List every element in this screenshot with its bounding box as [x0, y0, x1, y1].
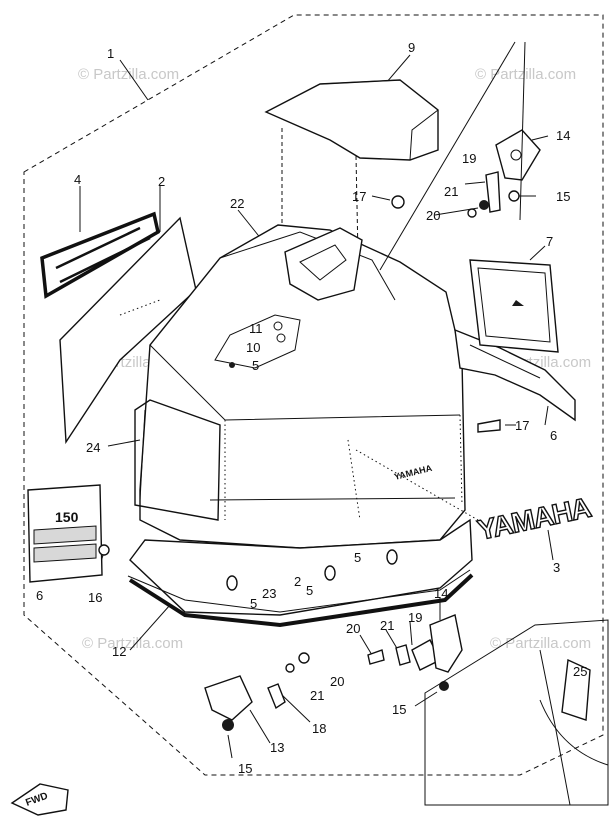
screws	[98, 195, 501, 591]
callout-6-left: 6	[36, 588, 43, 603]
callout-5-right: 5	[354, 550, 361, 565]
callout-16: 16	[88, 590, 102, 605]
callout-21-lower: 21	[310, 688, 324, 703]
model-decal-number: 150	[55, 509, 79, 525]
callout-7: 7	[546, 234, 553, 249]
callout-15-bottom: 15	[392, 702, 406, 717]
callout-3: 3	[553, 560, 560, 575]
callout-23: 23	[262, 586, 276, 601]
assembly-lines	[347, 41, 526, 521]
callout-12: 12	[112, 644, 126, 659]
forward-arrow: FWD	[10, 783, 69, 816]
yamaha-decal: YAMAHA	[474, 491, 594, 547]
callout-17-right: 17	[515, 418, 529, 433]
right-side-stripe	[454, 328, 576, 422]
callout-19-top: 19	[462, 151, 476, 166]
callout-2-bottom: 2	[294, 574, 301, 589]
top-cowling-body: YAMAHA	[139, 224, 466, 549]
left-stripe-decal	[134, 399, 221, 521]
callout-20-top: 20	[426, 208, 440, 223]
callout-1: 1	[107, 46, 114, 61]
yamaha-decal-text: YAMAHA	[475, 492, 594, 546]
callout-2-top: 2	[158, 174, 165, 189]
watermark-bottom-left: © Partzilla.com	[82, 635, 183, 652]
upper-hook-assembly	[467, 129, 541, 218]
lettering-decal	[40, 211, 160, 299]
callout-5-top: 5	[252, 358, 259, 373]
callout-13: 13	[270, 740, 284, 755]
callout-5-left: 5	[250, 596, 257, 611]
left-side-panel	[59, 216, 197, 445]
assembly-boundary	[23, 14, 604, 776]
watermark-bottom-right: © Partzilla.com	[490, 635, 591, 652]
callout-22: 22	[230, 196, 244, 211]
callout-21-bottom: 21	[380, 618, 394, 633]
callout-20-bottom: 20	[346, 621, 360, 636]
callout-4: 4	[74, 172, 81, 187]
callout-20-lower: 20	[330, 674, 344, 689]
callout-14-top: 14	[556, 128, 570, 143]
callout-25: 25	[573, 664, 587, 679]
callout-21-top: 21	[444, 184, 458, 199]
callout-6-right: 6	[550, 428, 557, 443]
callout-17-top: 17	[352, 189, 366, 204]
callout-10: 10	[246, 340, 260, 355]
model-decal-plate: 150	[27, 484, 103, 583]
watermark-top-right: © Partzilla.com	[475, 66, 576, 83]
callout-numbers: 1 2 2 3 4 5 5 5 5 6 6 7 9 10 11 12 13 14…	[36, 40, 587, 776]
right-side-plate	[469, 259, 559, 353]
callout-15-top: 15	[556, 189, 570, 204]
callout-19-bottom: 19	[408, 610, 422, 625]
callout-14-bottom: 14	[434, 586, 448, 601]
callout-18: 18	[312, 721, 326, 736]
cowling-base-rim	[127, 518, 474, 628]
callout-24: 24	[86, 440, 100, 455]
callout-9: 9	[408, 40, 415, 55]
callout-15-lower-left: 15	[238, 761, 252, 776]
callout-11: 11	[249, 321, 263, 336]
callout-5-mid: 5	[306, 583, 313, 598]
watermark-top-left: © Partzilla.com	[78, 66, 179, 83]
inset-detail	[424, 619, 609, 806]
lower-latch-assembly	[204, 614, 463, 731]
